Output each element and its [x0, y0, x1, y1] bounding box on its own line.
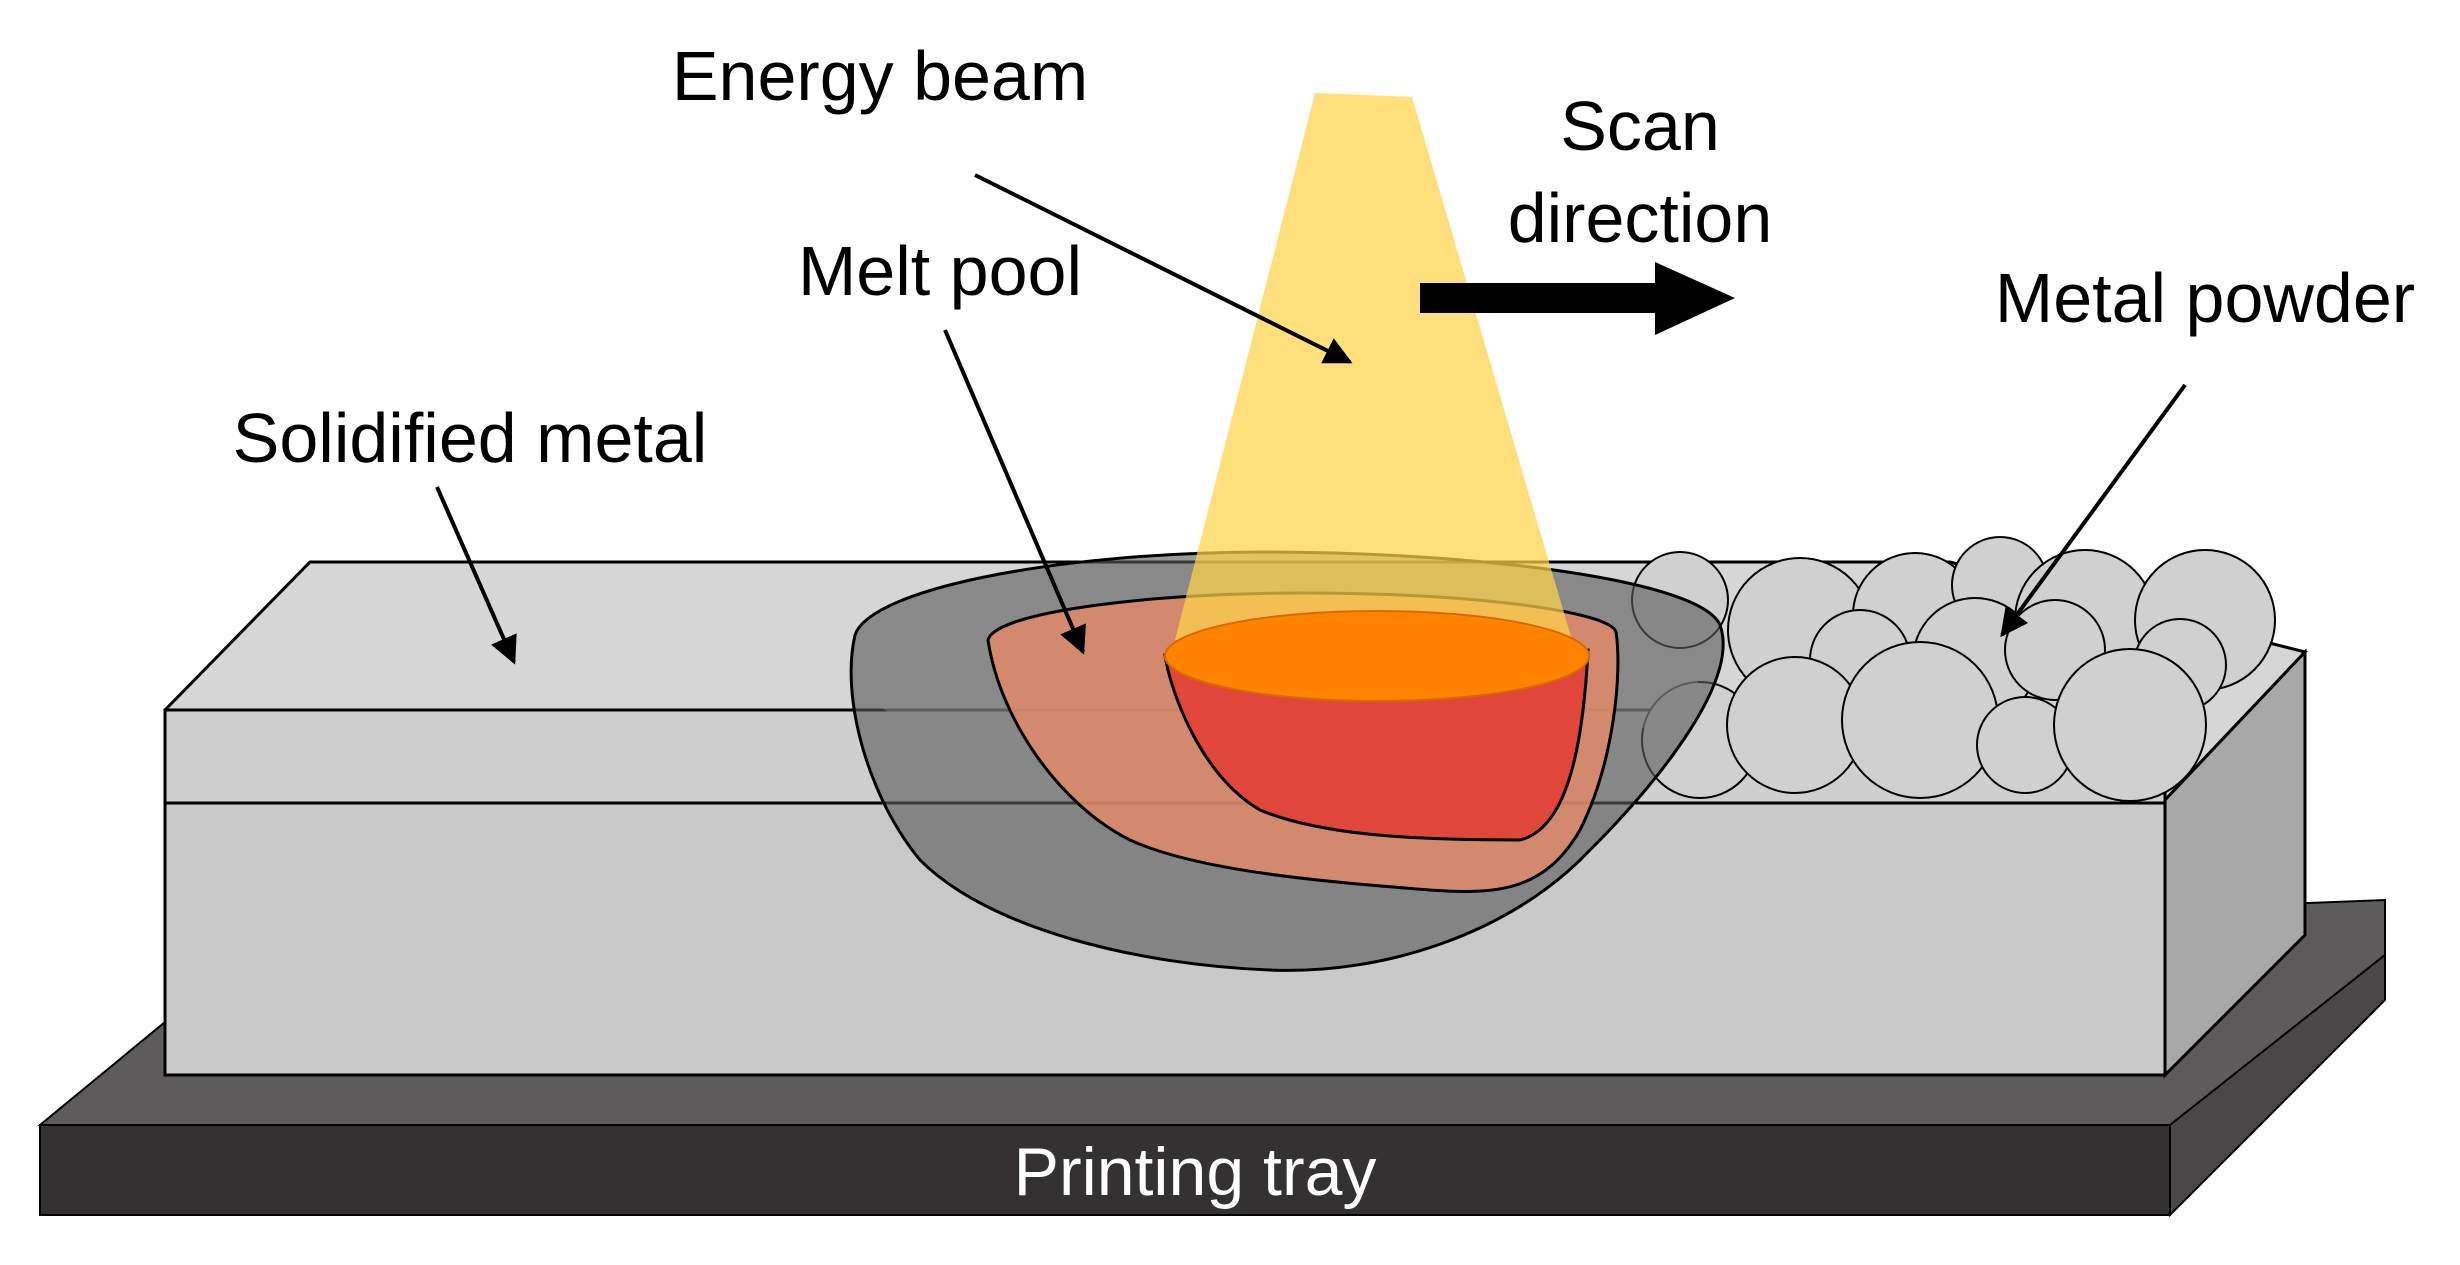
metal-powder-label: Metal powder	[1995, 259, 2415, 337]
scan-direction-label-line1: Scan	[1560, 87, 1720, 165]
energy-beam-leader	[974, 173, 1353, 364]
melt-pool-core	[1163, 648, 1590, 842]
scan-direction-label-line2: direction	[1508, 179, 1773, 257]
energy-beam-label: Energy beam	[672, 37, 1088, 115]
tray-front-face	[39, 1124, 2171, 1216]
metal-powder	[1631, 536, 2276, 802]
metal-powder-leader	[2000, 383, 2187, 638]
printing-tray-label: Printing tray	[1014, 1134, 1377, 1210]
right-arrow-icon	[1420, 262, 1735, 335]
energy-beam	[1175, 93, 1572, 640]
melt-pool-leader	[943, 329, 1086, 655]
solidified-metal-leader	[435, 486, 517, 665]
powder-particle	[2053, 648, 2207, 802]
solidified-metal-label: Solidified metal	[233, 399, 708, 477]
melt-pool-surface	[1164, 610, 1590, 702]
powder-particle	[1841, 641, 1999, 799]
melt-pool-label: Melt pool	[798, 232, 1082, 310]
